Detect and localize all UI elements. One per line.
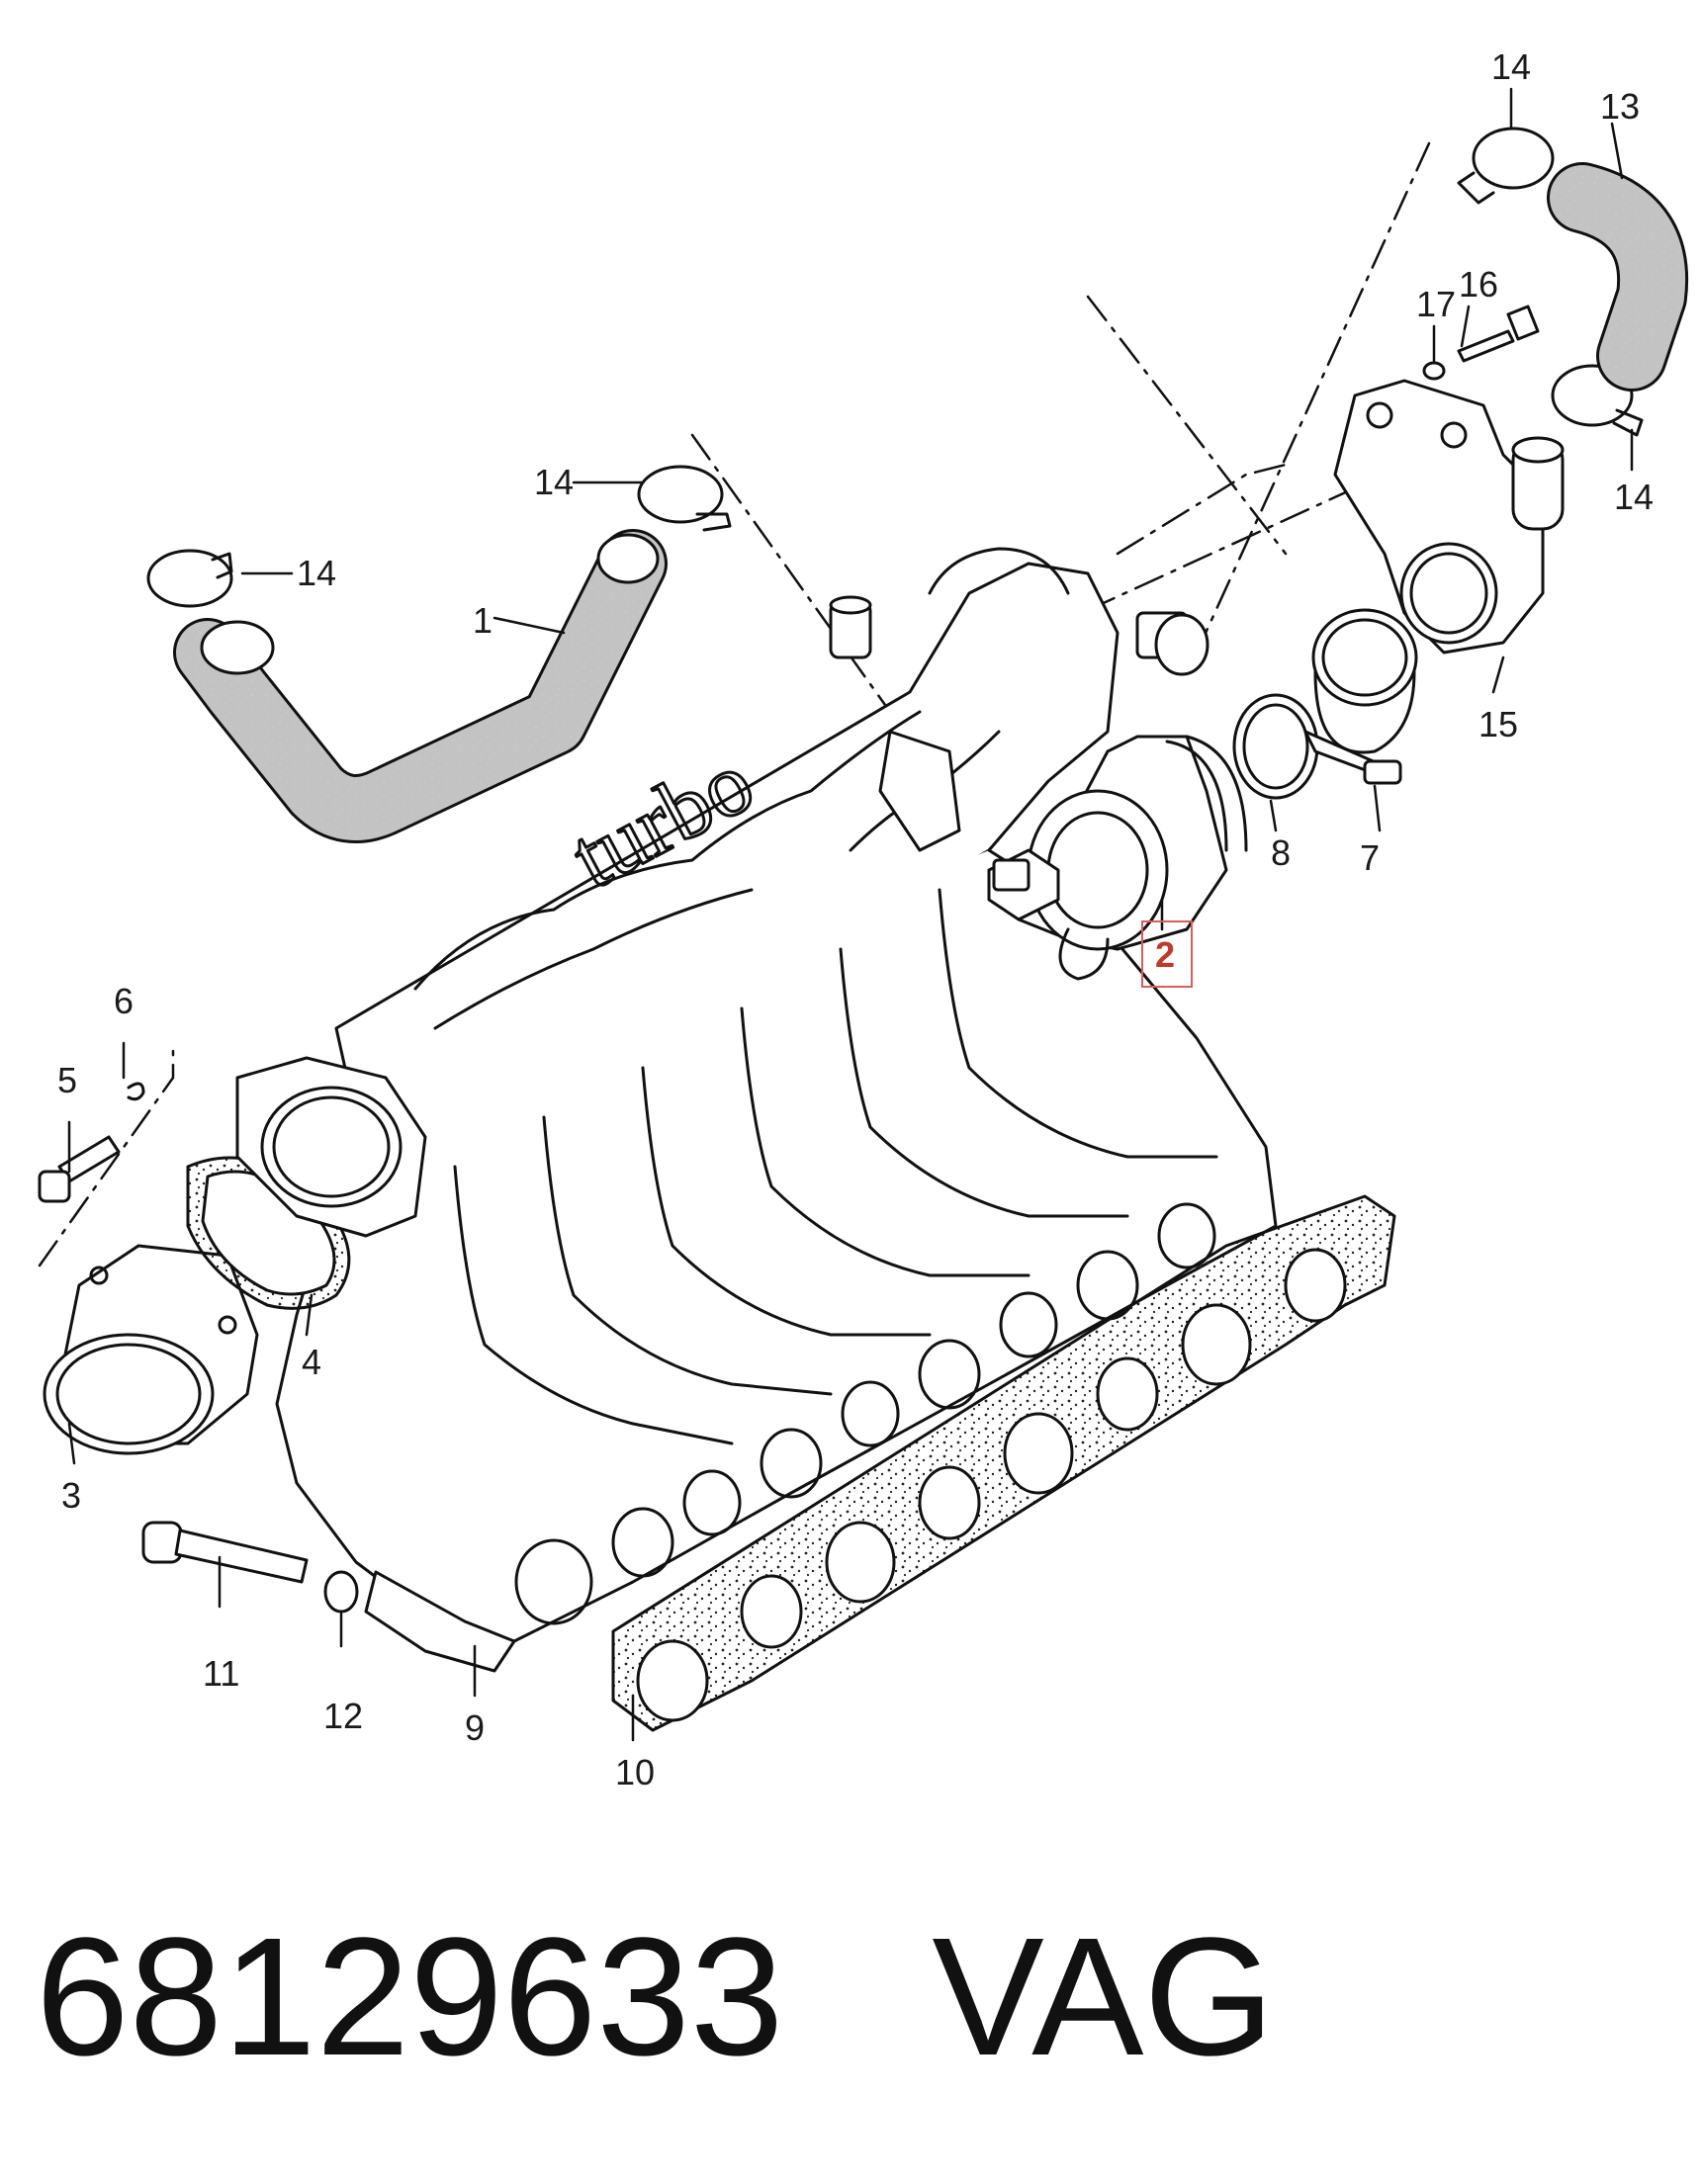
- callout-10: 10: [615, 1752, 655, 1792]
- callout-17: 17: [1416, 284, 1456, 324]
- callout-14-top: 14: [1491, 46, 1531, 87]
- sealing-ring: [1311, 608, 1418, 754]
- callout-11: 11: [203, 1653, 239, 1694]
- hose-clamp-center: [637, 465, 732, 532]
- valve-2: [987, 735, 1248, 981]
- manifold-inlet-flange: [235, 1056, 427, 1238]
- gasket-8: [1232, 693, 1319, 800]
- callout-4: 4: [302, 1342, 321, 1382]
- callout-7: 7: [1360, 837, 1380, 878]
- gasket-10: [611, 1194, 1396, 1732]
- callout-1: 1: [473, 600, 493, 641]
- leader-lines: [67, 87, 1634, 1742]
- callout-2: 2: [1155, 934, 1175, 975]
- intake-manifold: turbo: [275, 547, 1278, 1673]
- callout-14-left: 14: [297, 553, 336, 593]
- callout-2-highlight-box: [1141, 920, 1193, 988]
- bolt-16: [1457, 305, 1540, 363]
- bolt-5: [38, 1135, 121, 1203]
- callout-9: 9: [465, 1707, 485, 1748]
- bolt-11: [141, 1521, 309, 1584]
- flange-15: [1333, 379, 1565, 655]
- coolant-hose-13: [1547, 162, 1689, 392]
- washer-17: [1422, 361, 1446, 381]
- callout-14-right: 14: [1614, 477, 1654, 517]
- clip-7: [1303, 730, 1402, 785]
- callout-12: 12: [323, 1696, 363, 1736]
- brand-name: VAG: [932, 1903, 1275, 2091]
- coolant-hose-1: [173, 529, 668, 843]
- callout-6: 6: [114, 981, 134, 1021]
- callout-16: 16: [1459, 264, 1498, 305]
- callout-5: 5: [57, 1060, 77, 1100]
- adapter-3: [43, 1244, 259, 1455]
- callout-14-center: 14: [534, 462, 574, 502]
- callout-8: 8: [1271, 832, 1291, 873]
- washer-6: [127, 1082, 145, 1101]
- callout-13: 13: [1600, 86, 1640, 127]
- hose-clamp-top-left: [146, 549, 233, 608]
- callout-3: 3: [61, 1475, 81, 1516]
- part-number: 68129633: [36, 1903, 784, 2091]
- washer-12: [323, 1570, 359, 1614]
- callout-15: 15: [1478, 704, 1518, 744]
- callout-labels: 1 2 3 4 5 6 7 8 9 10 11 12 13 14 14 14 1…: [57, 46, 1654, 1792]
- hose-clamp-top-right: [1457, 127, 1555, 205]
